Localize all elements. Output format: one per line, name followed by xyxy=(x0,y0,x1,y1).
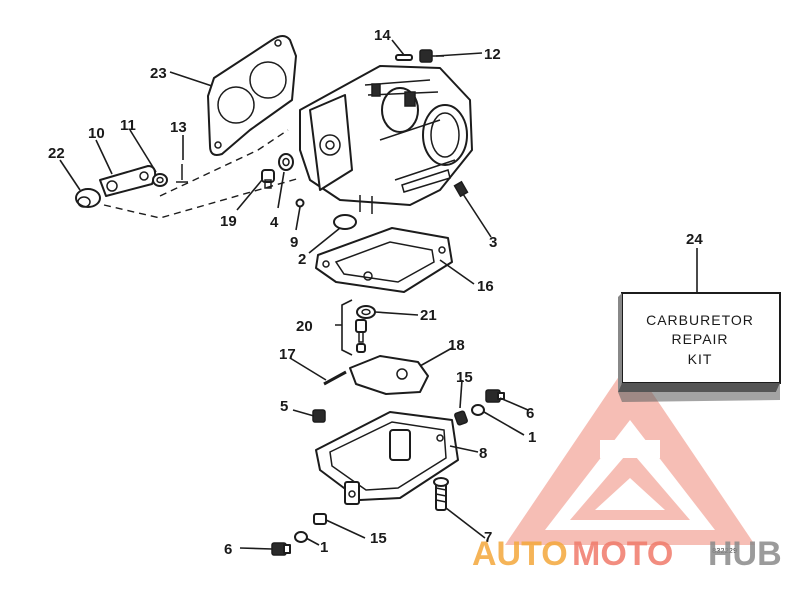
jet-5 xyxy=(312,409,326,423)
gasket-1-right xyxy=(471,404,485,416)
plug-6-right xyxy=(485,389,505,403)
callout-labels: 23 10 11 13 22 14 12 3 19 4 9 2 16 21 20… xyxy=(48,27,703,558)
kit-label-line2: REPAIR xyxy=(671,331,728,347)
kit-label-line1: CARBURETOR xyxy=(646,312,754,328)
callout-5: 5 xyxy=(280,398,288,415)
callout-21: 21 xyxy=(420,307,437,324)
kit-label-line3: KIT xyxy=(688,351,713,367)
shaft-assembly-10 xyxy=(99,165,157,197)
gasket-1-bottom xyxy=(294,531,308,543)
callout-7: 7 xyxy=(484,529,492,546)
gasket-23 xyxy=(207,35,297,156)
callout-17: 17 xyxy=(279,346,296,363)
carburetor-body xyxy=(299,65,473,214)
float-bowl-8 xyxy=(315,411,459,505)
leader-lines xyxy=(59,39,698,550)
callout-23: 23 xyxy=(150,65,167,82)
pin-13 xyxy=(176,164,188,183)
needle-seat-20 xyxy=(335,299,367,356)
callout-18: 18 xyxy=(448,337,465,354)
washer-21 xyxy=(356,305,376,319)
watermark-hub: HUB xyxy=(708,535,782,573)
screw-3 xyxy=(453,180,469,198)
callout-4: 4 xyxy=(270,214,279,231)
callout-9: 9 xyxy=(290,234,298,251)
fitting-19 xyxy=(261,169,275,189)
pin-14 xyxy=(395,54,413,61)
callout-6-right: 6 xyxy=(526,405,534,422)
callout-8: 8 xyxy=(479,445,487,462)
callout-19: 19 xyxy=(220,213,237,230)
callout-2: 2 xyxy=(298,251,306,268)
gasket-16 xyxy=(315,227,453,293)
callout-11: 11 xyxy=(120,117,136,134)
callout-14: 14 xyxy=(374,27,391,44)
watermark-moto: MOTO xyxy=(572,535,673,573)
callout-15-bottom: 15 xyxy=(370,530,387,547)
screw-7 xyxy=(433,477,449,511)
repair-kit-box: CARBURETOR REPAIR KIT xyxy=(618,292,781,402)
callout-3: 3 xyxy=(489,234,497,251)
float-18 xyxy=(349,355,429,395)
callout-15-right: 15 xyxy=(456,369,473,386)
oring-2 xyxy=(333,214,357,230)
callout-6-bottom: 6 xyxy=(224,541,232,558)
drawing-number: 832229 xyxy=(712,548,737,556)
callout-20: 20 xyxy=(296,318,313,335)
washer-4 xyxy=(278,153,294,171)
ball-9 xyxy=(295,198,305,208)
callout-12: 12 xyxy=(484,46,501,63)
callout-1-right: 1 xyxy=(528,429,536,446)
callout-1-bottom: 1 xyxy=(320,539,328,556)
watermark-logo xyxy=(505,360,755,545)
jet-15-bottom xyxy=(313,513,327,525)
callout-16: 16 xyxy=(477,278,494,295)
pin-17 xyxy=(323,370,347,386)
callout-22: 22 xyxy=(48,145,65,162)
watermark-auto: AUTO xyxy=(472,535,568,573)
plug-6-bottom xyxy=(271,542,291,556)
jet-15-right xyxy=(454,410,468,426)
callout-13: 13 xyxy=(170,119,187,136)
callout-24: 24 xyxy=(686,231,703,248)
watermark-text: AUTO MOTO HUB xyxy=(472,535,782,573)
washer-11 xyxy=(152,173,168,187)
cap-22 xyxy=(75,188,101,208)
assembly-path-upper xyxy=(159,129,289,197)
callout-10: 10 xyxy=(88,125,105,142)
